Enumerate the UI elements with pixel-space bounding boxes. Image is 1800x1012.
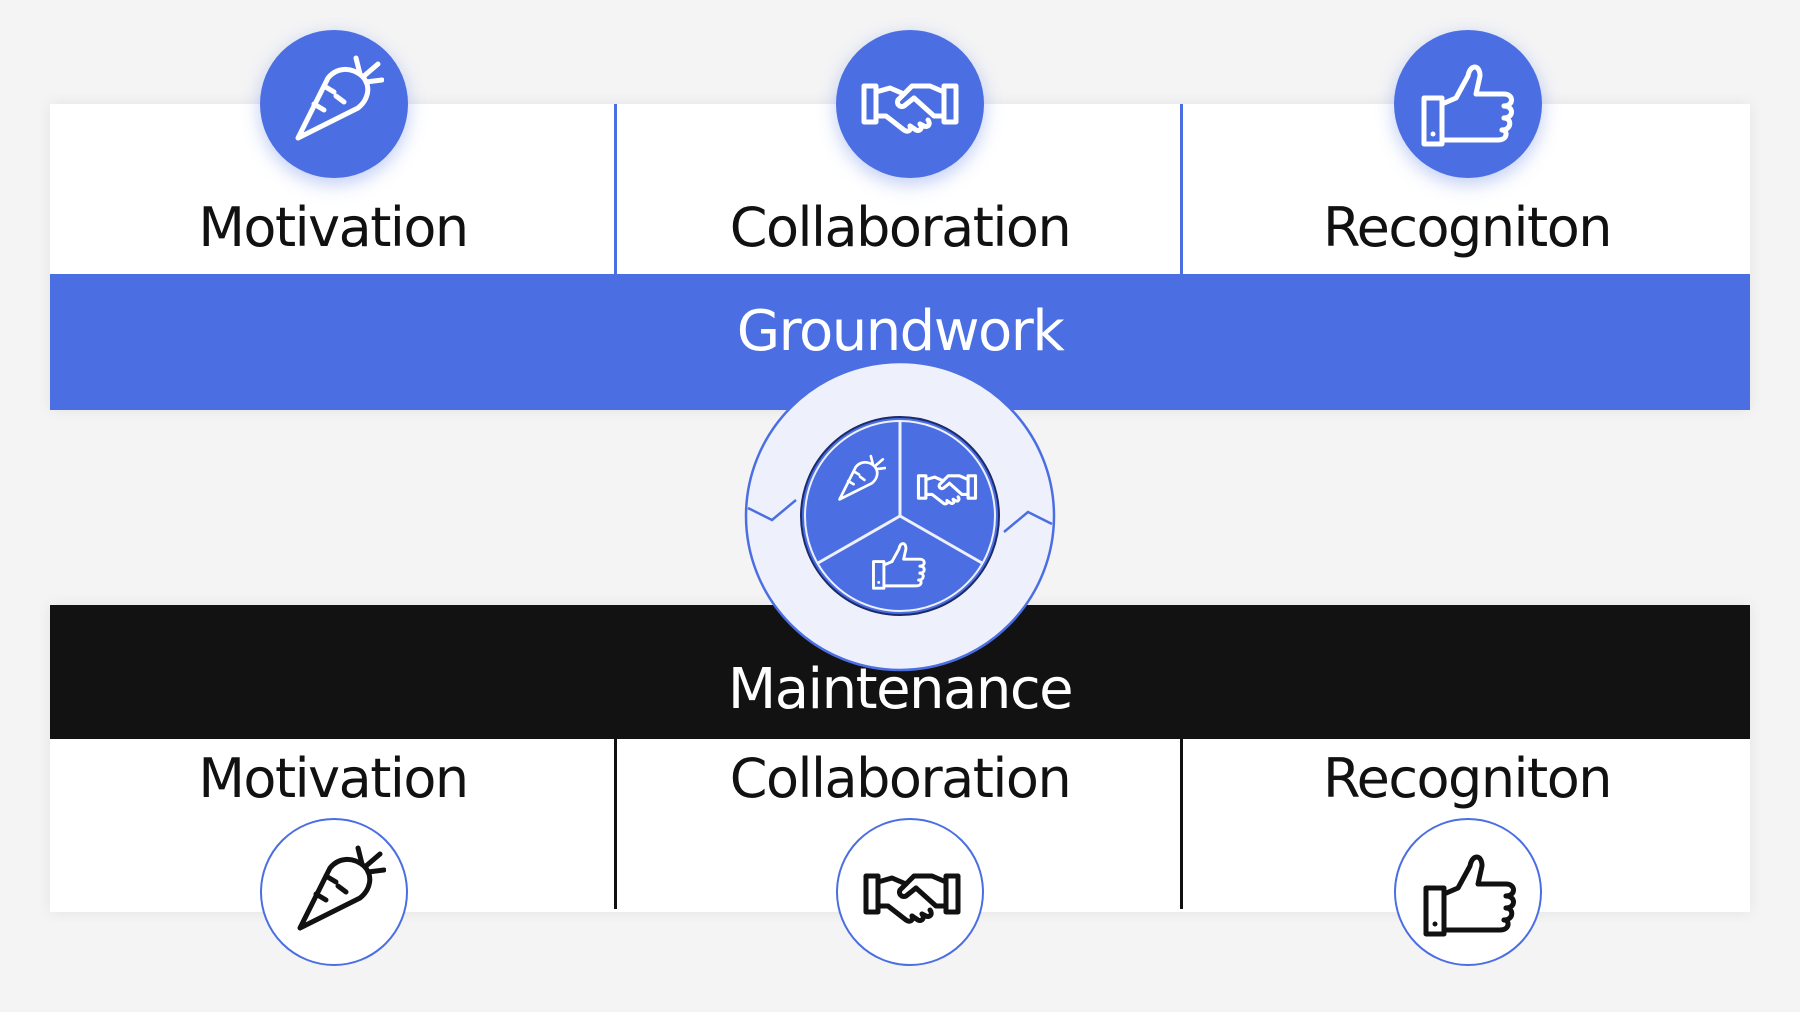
thumbs-up-icon	[1394, 818, 1542, 966]
carrot-icon	[260, 818, 408, 966]
cell-label: Recogniton	[1323, 747, 1613, 810]
groundwork-cell-motivation: Motivation	[50, 104, 616, 274]
groundwork-row: Motivation Collaboration Recogniton	[50, 104, 1750, 274]
groundwork-cell-collaboration: Collaboration	[617, 104, 1183, 274]
handshake-icon	[836, 30, 984, 178]
column-divider	[1180, 739, 1183, 909]
column-divider	[614, 739, 617, 909]
cell-label: Recogniton	[1323, 196, 1613, 259]
thumbs-up-icon	[1394, 30, 1542, 178]
column-divider	[1180, 104, 1183, 274]
maintenance-cell-motivation: Motivation	[50, 739, 616, 909]
maintenance-row: Motivation Collaboration Recogniton	[50, 739, 1750, 909]
groundwork-cell-recognition: Recogniton	[1184, 104, 1750, 274]
cell-label: Motivation	[198, 196, 469, 259]
cell-label: Collaboration	[729, 747, 1072, 810]
carrot-icon	[260, 30, 408, 178]
cell-label: Collaboration	[729, 196, 1072, 259]
cell-label: Motivation	[198, 747, 469, 810]
maintenance-cell-recognition: Recogniton	[1184, 739, 1750, 909]
column-divider	[614, 104, 617, 274]
handshake-icon	[836, 818, 984, 966]
cycle-badge	[744, 360, 1056, 672]
maintenance-cell-collaboration: Collaboration	[617, 739, 1183, 909]
